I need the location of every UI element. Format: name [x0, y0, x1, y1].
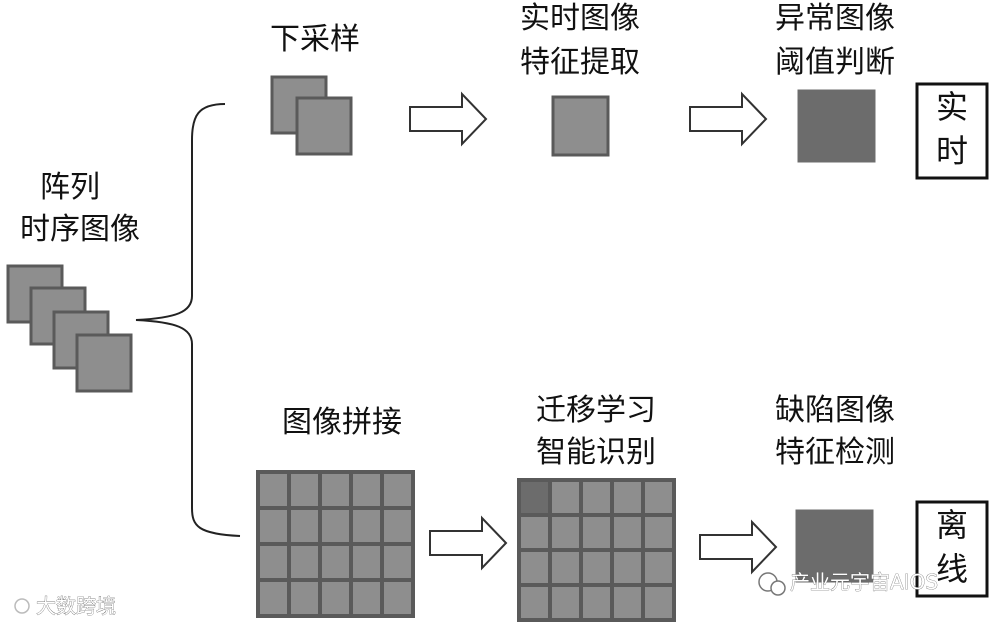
- grid-tile: [353, 582, 380, 614]
- transfer-learning-label-line2: 智能识别: [536, 435, 656, 470]
- watermark-left-text: 大数跨境: [36, 594, 116, 618]
- realtime-box-label-line1: 实: [936, 88, 968, 126]
- arrow-right-icon: [689, 91, 768, 147]
- grid-tile: [521, 552, 548, 583]
- grid-tile: [583, 587, 610, 618]
- grid-tile: [322, 510, 349, 542]
- grid-tile: [322, 546, 349, 578]
- grid-tile: [322, 582, 349, 614]
- grid-tile: [645, 482, 672, 513]
- anomaly-threshold-label-line1: 异常图像: [775, 1, 895, 36]
- offline-box-label-line1: 离: [936, 506, 968, 544]
- defect-image: [795, 509, 874, 583]
- grid-tile: [645, 552, 672, 583]
- grid-tile: [322, 474, 349, 506]
- realtime-feature-label-line1: 实时图像: [520, 1, 640, 36]
- grid-tile: [614, 482, 641, 513]
- grid-tile: [645, 587, 672, 618]
- grid-tile: [384, 474, 411, 506]
- grid-tile: [521, 517, 548, 548]
- watermark-right-text: 产业元宇宙AIOS: [790, 570, 938, 594]
- source-image-stack: [6, 264, 133, 393]
- grid-tile: [552, 517, 579, 548]
- grid-tile: [291, 582, 318, 614]
- grid-tile: [260, 474, 287, 506]
- grid-tile: [260, 582, 287, 614]
- grid-tile: [384, 582, 411, 614]
- grid-tile: [583, 482, 610, 513]
- downsample-label: 下采样: [270, 22, 360, 57]
- anomaly-image: [797, 89, 876, 163]
- realtime-feature-label-line2: 特征提取: [520, 45, 640, 80]
- realtime-box-label-line2: 时: [936, 132, 968, 170]
- grid-tile: [645, 517, 672, 548]
- anomaly-threshold-label-line2: 阈值判断: [775, 45, 895, 80]
- downsample-image-stack: [270, 75, 353, 156]
- watermark-logo-icon: [14, 598, 30, 614]
- watermark-left: 大数跨境: [14, 594, 116, 618]
- arrow-right-icon: [409, 91, 488, 147]
- source-label-line1: 阵列: [40, 170, 100, 205]
- feature-image: [551, 95, 610, 157]
- source-label-line2: 时序图像: [20, 212, 140, 247]
- grid-tile: [260, 510, 287, 542]
- transfer-learning-label-line1: 迁移学习: [536, 393, 656, 428]
- grid-tile: [521, 587, 548, 618]
- grid-tile: [583, 517, 610, 548]
- grid-tile: [384, 510, 411, 542]
- watermark-right: 产业元宇宙AIOS: [758, 570, 938, 596]
- grid-tile: [260, 546, 287, 578]
- grid-tile: [353, 474, 380, 506]
- stitched-image-grid: [256, 470, 415, 618]
- defect-feature-label-line2: 特征检测: [775, 435, 895, 470]
- offline-box-label-line2: 线: [936, 550, 968, 588]
- grid-tile: [583, 552, 610, 583]
- grid-tile: [614, 587, 641, 618]
- arrow-right-icon: [699, 519, 778, 575]
- defect-feature-label-line1: 缺陷图像: [775, 393, 895, 428]
- grid-tile: [384, 546, 411, 578]
- realtime-output-box: [915, 82, 989, 180]
- branch-brace: [135, 103, 241, 537]
- grid-tile: [614, 552, 641, 583]
- offline-output-box: [915, 500, 989, 598]
- grid-tile: [291, 510, 318, 542]
- grid-tile: [521, 482, 548, 513]
- grid-tile: [291, 546, 318, 578]
- grid-tile: [552, 482, 579, 513]
- grid-tile: [614, 517, 641, 548]
- grid-tile: [552, 587, 579, 618]
- grid-tile: [552, 552, 579, 583]
- grid-tile: [291, 474, 318, 506]
- transfer-learning-image-grid: [517, 478, 676, 622]
- arrow-right-icon: [429, 515, 508, 571]
- grid-tile: [353, 510, 380, 542]
- grid-tile: [353, 546, 380, 578]
- stitching-label: 图像拼接: [282, 405, 402, 440]
